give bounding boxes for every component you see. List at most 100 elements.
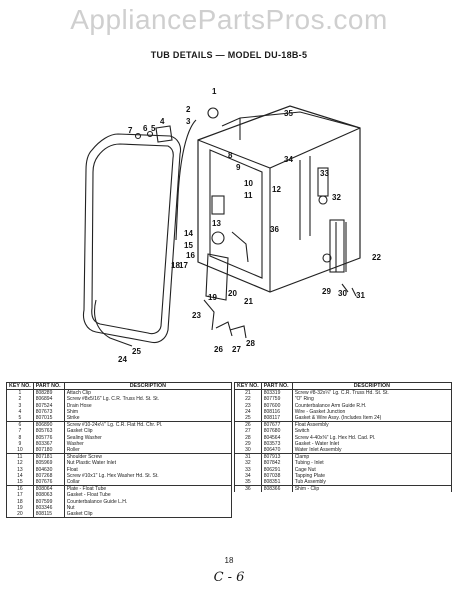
part-number: 807913 (260, 453, 293, 461)
callout-label: 9 (236, 163, 241, 172)
part-description: Tubing - Inlet (291, 460, 453, 467)
part-number: 806890 (32, 421, 65, 429)
key-number: 25 (234, 415, 262, 423)
col-header-key: KEY NO. (234, 381, 262, 391)
part-number: 808289 (32, 389, 65, 397)
callout-label: 31 (356, 291, 365, 300)
key-number: 36 (234, 485, 262, 493)
part-description: Gasket Clip (63, 511, 233, 519)
part-description: Tapping Plate (291, 472, 453, 480)
col-header-desc: DESCRIPTION (63, 381, 233, 391)
key-number: 20 (6, 511, 34, 519)
callout-label: 10 (244, 179, 253, 188)
key-number: 16 (6, 485, 34, 493)
part-description: Gasket & Wire Assy. (Includes Item 24) (291, 415, 453, 423)
callout-label: 12 (272, 185, 281, 194)
callout-label: 14 (184, 229, 193, 238)
part-number: 807180 (32, 447, 65, 455)
callout-label: 36 (270, 225, 279, 234)
door-gasket (82, 133, 182, 344)
part-description: Gasket Clip (63, 428, 233, 435)
part-description: Screw #10-24x½" Lg. C.R. Flat Hd. Chr. P… (63, 421, 233, 429)
callout-label: 34 (284, 155, 293, 164)
callout-label: 19 (208, 293, 217, 302)
callout-label: 29 (322, 287, 331, 296)
part-description: Counterbalance Arm Guide R.H. (291, 402, 453, 409)
callout-label: 25 (132, 347, 141, 356)
part-description: Screw #8-32x¼" Lg. C.R. Truss Hd. St. St… (291, 389, 453, 397)
part-description: Screw #8x5/16" Lg. C.R. Truss Hd. St. St… (63, 396, 233, 403)
callout-label: 24 (118, 355, 127, 364)
part-description: Screw 4-40x⅜" Lg. Hex Hd. Cad. Pl. (291, 434, 453, 441)
part-description: Float Assembly (291, 421, 453, 429)
callout-label: 16 (186, 251, 195, 260)
callout-label: 11 (244, 191, 253, 200)
key-number: 21 (234, 389, 262, 397)
callout-label: 5 (151, 124, 156, 133)
part-description: Water Inlet Assembly (291, 447, 453, 455)
key-number: 30 (234, 447, 262, 455)
part-number: 808115 (32, 511, 65, 519)
part-number: 807677 (260, 421, 293, 429)
part-description: Collar (63, 479, 233, 487)
part-description: Switch (291, 428, 453, 435)
part-description: Clamp (291, 453, 453, 461)
callout-label: 33 (320, 169, 329, 178)
part-description: Nut (63, 504, 233, 512)
tub-body (197, 105, 361, 293)
key-number: 5 (6, 415, 34, 423)
callout-label: 27 (232, 345, 241, 354)
part-number: 808366 (260, 485, 293, 493)
part-description: Drain Hose (63, 402, 233, 409)
key-number: 1 (6, 389, 34, 397)
col-header-key: KEY NO. (6, 381, 34, 391)
callout-label: 4 (160, 117, 165, 126)
callout-label: 30 (338, 289, 347, 298)
part-description: Shim - Clip (291, 485, 453, 493)
part-number: 808351 (260, 479, 293, 487)
page-title: TUB DETAILS — MODEL DU-18B-5 (150, 50, 308, 60)
callout-label: 20 (228, 289, 237, 298)
part-description: Roller (63, 447, 233, 455)
callout-label: 18 (171, 261, 180, 270)
part-description: Cage Nut (291, 466, 453, 473)
part-number: 808064 (32, 485, 65, 493)
callout-label: 3 (186, 117, 191, 126)
key-number: 11 (6, 453, 34, 461)
part-number: 807676 (32, 479, 65, 487)
col-header-part: PART NO. (32, 381, 65, 391)
handwritten-note: C - 6 (213, 570, 245, 585)
callout-label: 21 (244, 297, 253, 306)
key-number: 35 (234, 479, 262, 487)
key-number: 26 (234, 421, 262, 429)
callout-label: 8 (228, 151, 233, 160)
part-description: Attach Clip (63, 389, 233, 397)
